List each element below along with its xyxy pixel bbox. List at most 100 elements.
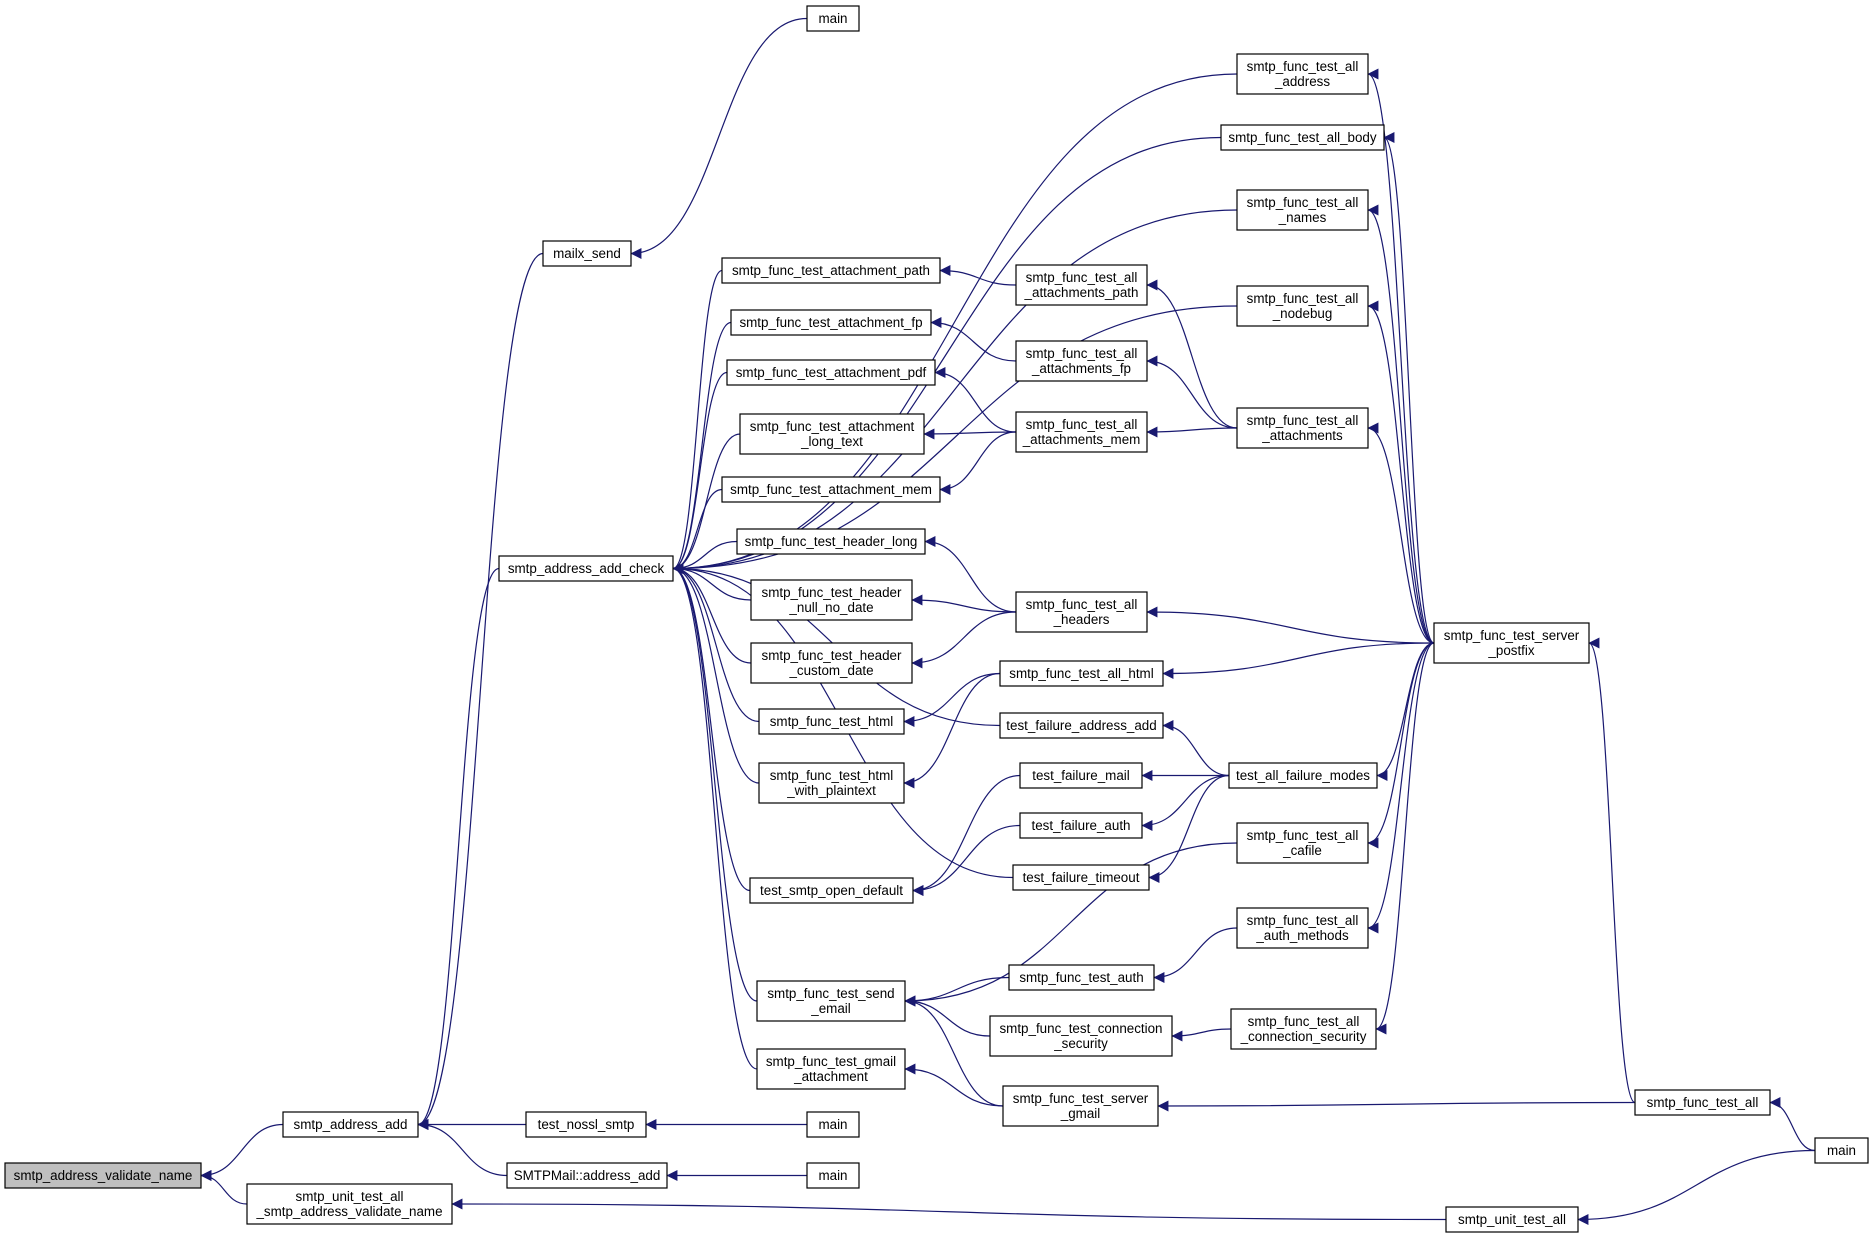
node-box bbox=[1236, 822, 1369, 864]
edge-hdr_long-all_headers bbox=[924, 536, 1017, 613]
node-box bbox=[756, 980, 906, 1022]
node-unit-test-all[interactable]: smtp_unit_test_all bbox=[1445, 1206, 1579, 1233]
node-main-final[interactable]: main bbox=[1814, 1137, 1869, 1164]
node-server-postfix[interactable]: smtp_func_test_server_postfix bbox=[1433, 622, 1590, 664]
node-label: smtp_func_test_header bbox=[762, 648, 902, 663]
edge-add_check-gmail_att bbox=[672, 563, 758, 1070]
node-fail-mail[interactable]: test_failure_mail bbox=[1019, 762, 1143, 789]
node-box bbox=[739, 413, 925, 455]
node-nossl[interactable]: test_nossl_smtp bbox=[525, 1111, 647, 1138]
node-all-headers[interactable]: smtp_func_test_all_headers bbox=[1015, 591, 1148, 633]
node-all-names[interactable]: smtp_func_test_all_names bbox=[1236, 189, 1369, 231]
edge-all_attachments-server_postfix bbox=[1367, 422, 1435, 644]
edge-send_email-server_gmail bbox=[904, 995, 1004, 1107]
node-box bbox=[282, 1111, 419, 1138]
node-box bbox=[1433, 622, 1590, 664]
node-label: smtp_func_test_all bbox=[1247, 291, 1359, 306]
node-label: smtp_address_add_check bbox=[508, 561, 665, 576]
node-label: _auth_methods bbox=[1255, 928, 1349, 943]
node-html-plain[interactable]: smtp_func_test_html_with_plaintext bbox=[758, 762, 905, 804]
node-hdr-custom[interactable]: smtp_func_test_header_custom_date bbox=[750, 642, 913, 684]
node-label: smtp_func_test_gmail bbox=[766, 1054, 896, 1069]
node-box bbox=[989, 1015, 1173, 1057]
node-all-auth-methods[interactable]: smtp_func_test_all_auth_methods bbox=[1236, 907, 1369, 949]
node-label: test_failure_address_add bbox=[1006, 718, 1156, 733]
node-label: SMTPMail::address_add bbox=[514, 1168, 661, 1183]
node-box bbox=[756, 1048, 906, 1090]
node-unit-validate[interactable]: smtp_unit_test_all_smtp_address_validate… bbox=[246, 1183, 453, 1225]
edge-att_pdf-all_att_mem bbox=[934, 367, 1017, 433]
node-main-smtpmail[interactable]: main bbox=[806, 1162, 860, 1189]
node-all-fail-modes[interactable]: test_all_failure_modes bbox=[1228, 762, 1378, 789]
node-address-add[interactable]: smtp_address_add bbox=[282, 1111, 419, 1138]
node-send-email[interactable]: smtp_func_test_send_email bbox=[756, 980, 906, 1022]
node-all-att-path[interactable]: smtp_func_test_all_attachments_path bbox=[1015, 264, 1148, 306]
node-att-pdf[interactable]: smtp_func_test_attachment_pdf bbox=[726, 359, 936, 386]
node-validate-name[interactable]: smtp_address_validate_name bbox=[4, 1162, 202, 1189]
node-label: _email bbox=[810, 1001, 850, 1016]
edge-all_fail_modes-server_postfix bbox=[1376, 642, 1435, 781]
node-box bbox=[525, 1111, 647, 1138]
node-add-check[interactable]: smtp_address_add_check bbox=[498, 555, 674, 582]
node-label: _address bbox=[1274, 74, 1330, 89]
edge-server_postfix-func_all bbox=[1588, 637, 1636, 1104]
node-all-att-mem[interactable]: smtp_func_test_all_attachments_mem bbox=[1015, 411, 1148, 453]
edge-fail_addr-all_fail_modes bbox=[1162, 720, 1230, 777]
node-smtpmail-add[interactable]: SMTPMail::address_add bbox=[506, 1162, 668, 1189]
node-server-gmail[interactable]: smtp_func_test_server_gmail bbox=[1002, 1085, 1159, 1127]
edge-add_check-att_fp bbox=[672, 321, 732, 574]
node-main-nossl[interactable]: main bbox=[806, 1111, 860, 1138]
node-label: smtp_func_test_all bbox=[1247, 913, 1359, 928]
node-fail-addr[interactable]: test_failure_address_add bbox=[999, 712, 1164, 739]
node-conn-sec[interactable]: smtp_func_test_connection_security bbox=[989, 1015, 1173, 1057]
node-box bbox=[749, 877, 914, 904]
node-all-cafile[interactable]: smtp_func_test_all_cafile bbox=[1236, 822, 1369, 864]
node-all-attachments[interactable]: smtp_func_test_all_attachments bbox=[1236, 407, 1369, 449]
node-label: _attachment bbox=[793, 1069, 868, 1084]
edge-open_default-fail_mail bbox=[912, 774, 1021, 896]
node-box bbox=[1002, 1085, 1159, 1127]
node-label: smtp_func_test_send bbox=[767, 986, 894, 1001]
node-func-auth[interactable]: smtp_func_test_auth bbox=[1008, 964, 1155, 991]
node-att-fp[interactable]: smtp_func_test_attachment_fp bbox=[730, 309, 932, 336]
edge-html_plain-all_html bbox=[903, 672, 1001, 789]
node-box bbox=[758, 762, 905, 804]
node-all-html[interactable]: smtp_func_test_all_html bbox=[999, 660, 1164, 687]
node-label: smtp_func_test_all_body bbox=[1228, 130, 1376, 145]
node-mailx-send[interactable]: mailx_send bbox=[542, 240, 632, 267]
edge-add_check-html_plain bbox=[672, 563, 760, 784]
node-all-nodebug[interactable]: smtp_func_test_all_nodebug bbox=[1236, 285, 1369, 327]
node-box bbox=[1230, 1008, 1377, 1050]
node-att-path[interactable]: smtp_func_test_attachment_path bbox=[721, 257, 941, 284]
node-main-top[interactable]: main bbox=[806, 5, 860, 32]
node-fail-timeout[interactable]: test_failure_timeout bbox=[1012, 864, 1150, 891]
edge-add_check-open_default bbox=[672, 563, 751, 892]
node-box bbox=[721, 476, 941, 503]
edge-all_auth_methods-server_postfix bbox=[1367, 642, 1435, 934]
node-all-conn-sec[interactable]: smtp_func_test_all_connection_security bbox=[1230, 1008, 1377, 1050]
node-att-long[interactable]: smtp_func_test_attachment_long_text bbox=[739, 413, 925, 455]
node-hdr-null[interactable]: smtp_func_test_header_null_no_date bbox=[750, 579, 913, 621]
node-box bbox=[750, 579, 913, 621]
node-label: smtp_address_add bbox=[294, 1117, 408, 1132]
node-func-all[interactable]: smtp_func_test_all bbox=[1634, 1089, 1771, 1116]
node-label: smtp_func_test_attachment_pdf bbox=[736, 365, 927, 380]
node-html[interactable]: smtp_func_test_html bbox=[758, 708, 905, 735]
node-label: smtp_unit_test_all bbox=[1458, 1212, 1566, 1227]
edge-all_att_path-all_attachments bbox=[1146, 279, 1238, 429]
node-all-address[interactable]: smtp_func_test_all_address bbox=[1236, 53, 1369, 95]
node-box bbox=[1236, 285, 1369, 327]
node-gmail-att[interactable]: smtp_func_test_gmail_attachment bbox=[756, 1048, 906, 1090]
node-label: smtp_func_test_server bbox=[1013, 1091, 1149, 1106]
node-hdr-long[interactable]: smtp_func_test_header_long bbox=[736, 528, 926, 555]
node-open-default[interactable]: test_smtp_open_default bbox=[749, 877, 914, 904]
edge-all_html-server_postfix bbox=[1162, 642, 1435, 679]
node-box bbox=[1236, 53, 1369, 95]
edge-att_mem-all_att_mem bbox=[939, 431, 1017, 495]
node-label: smtp_func_test_auth bbox=[1019, 970, 1143, 985]
node-att-mem[interactable]: smtp_func_test_attachment_mem bbox=[721, 476, 941, 503]
node-all-att-fp[interactable]: smtp_func_test_all_attachments_fp bbox=[1015, 340, 1148, 382]
edge-send_email-conn_sec bbox=[904, 995, 991, 1037]
node-all-body[interactable]: smtp_func_test_all_body bbox=[1220, 124, 1385, 151]
node-fail-auth[interactable]: test_failure_auth bbox=[1019, 812, 1143, 839]
